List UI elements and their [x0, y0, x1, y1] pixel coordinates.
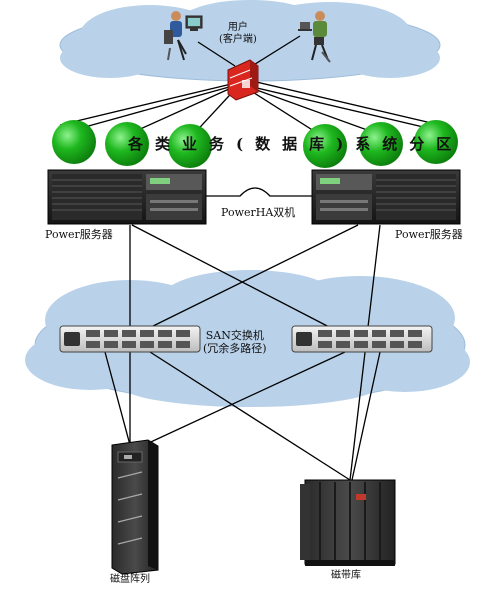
san-switch-left [59, 325, 201, 353]
business-partitions [52, 120, 458, 168]
san-switch-label: SAN交换机 (冗余多路径) [203, 329, 267, 355]
desktop-user-icon [164, 11, 203, 61]
san-label-line2: (冗余多路径) [203, 341, 267, 355]
partition-6 [414, 120, 458, 164]
partition-4 [303, 124, 347, 168]
users-label-line2: (客户端) [219, 33, 257, 45]
laptop-user-icon [298, 11, 331, 63]
business-partition-label: 各类业务(数据库)系统分区 [128, 135, 464, 153]
powerha-label: PowerHA双机 [219, 206, 298, 220]
partition-2 [105, 122, 149, 166]
server-left [47, 169, 207, 225]
server-left-label: Power服务器 [45, 228, 113, 241]
san-label-line1: SAN交换机 [205, 329, 264, 342]
tape-library-label: 磁带库 [331, 570, 361, 581]
san-switch-right [291, 325, 433, 353]
partition-1 [52, 120, 96, 164]
server-right [311, 169, 461, 225]
user-cloud [59, 0, 441, 82]
users-label: 用户 (客户端) [219, 22, 257, 45]
users-label-line1: 用户 [227, 22, 248, 33]
partition-3 [168, 124, 212, 168]
connection-lines [59, 35, 441, 481]
tape-library-icon [300, 479, 396, 566]
partition-5 [359, 122, 403, 166]
firewall-icon [227, 59, 259, 101]
disk-array-label: 磁盘阵列 [110, 574, 150, 585]
disk-array-icon [111, 439, 159, 575]
server-right-label: Power服务器 [395, 228, 463, 241]
